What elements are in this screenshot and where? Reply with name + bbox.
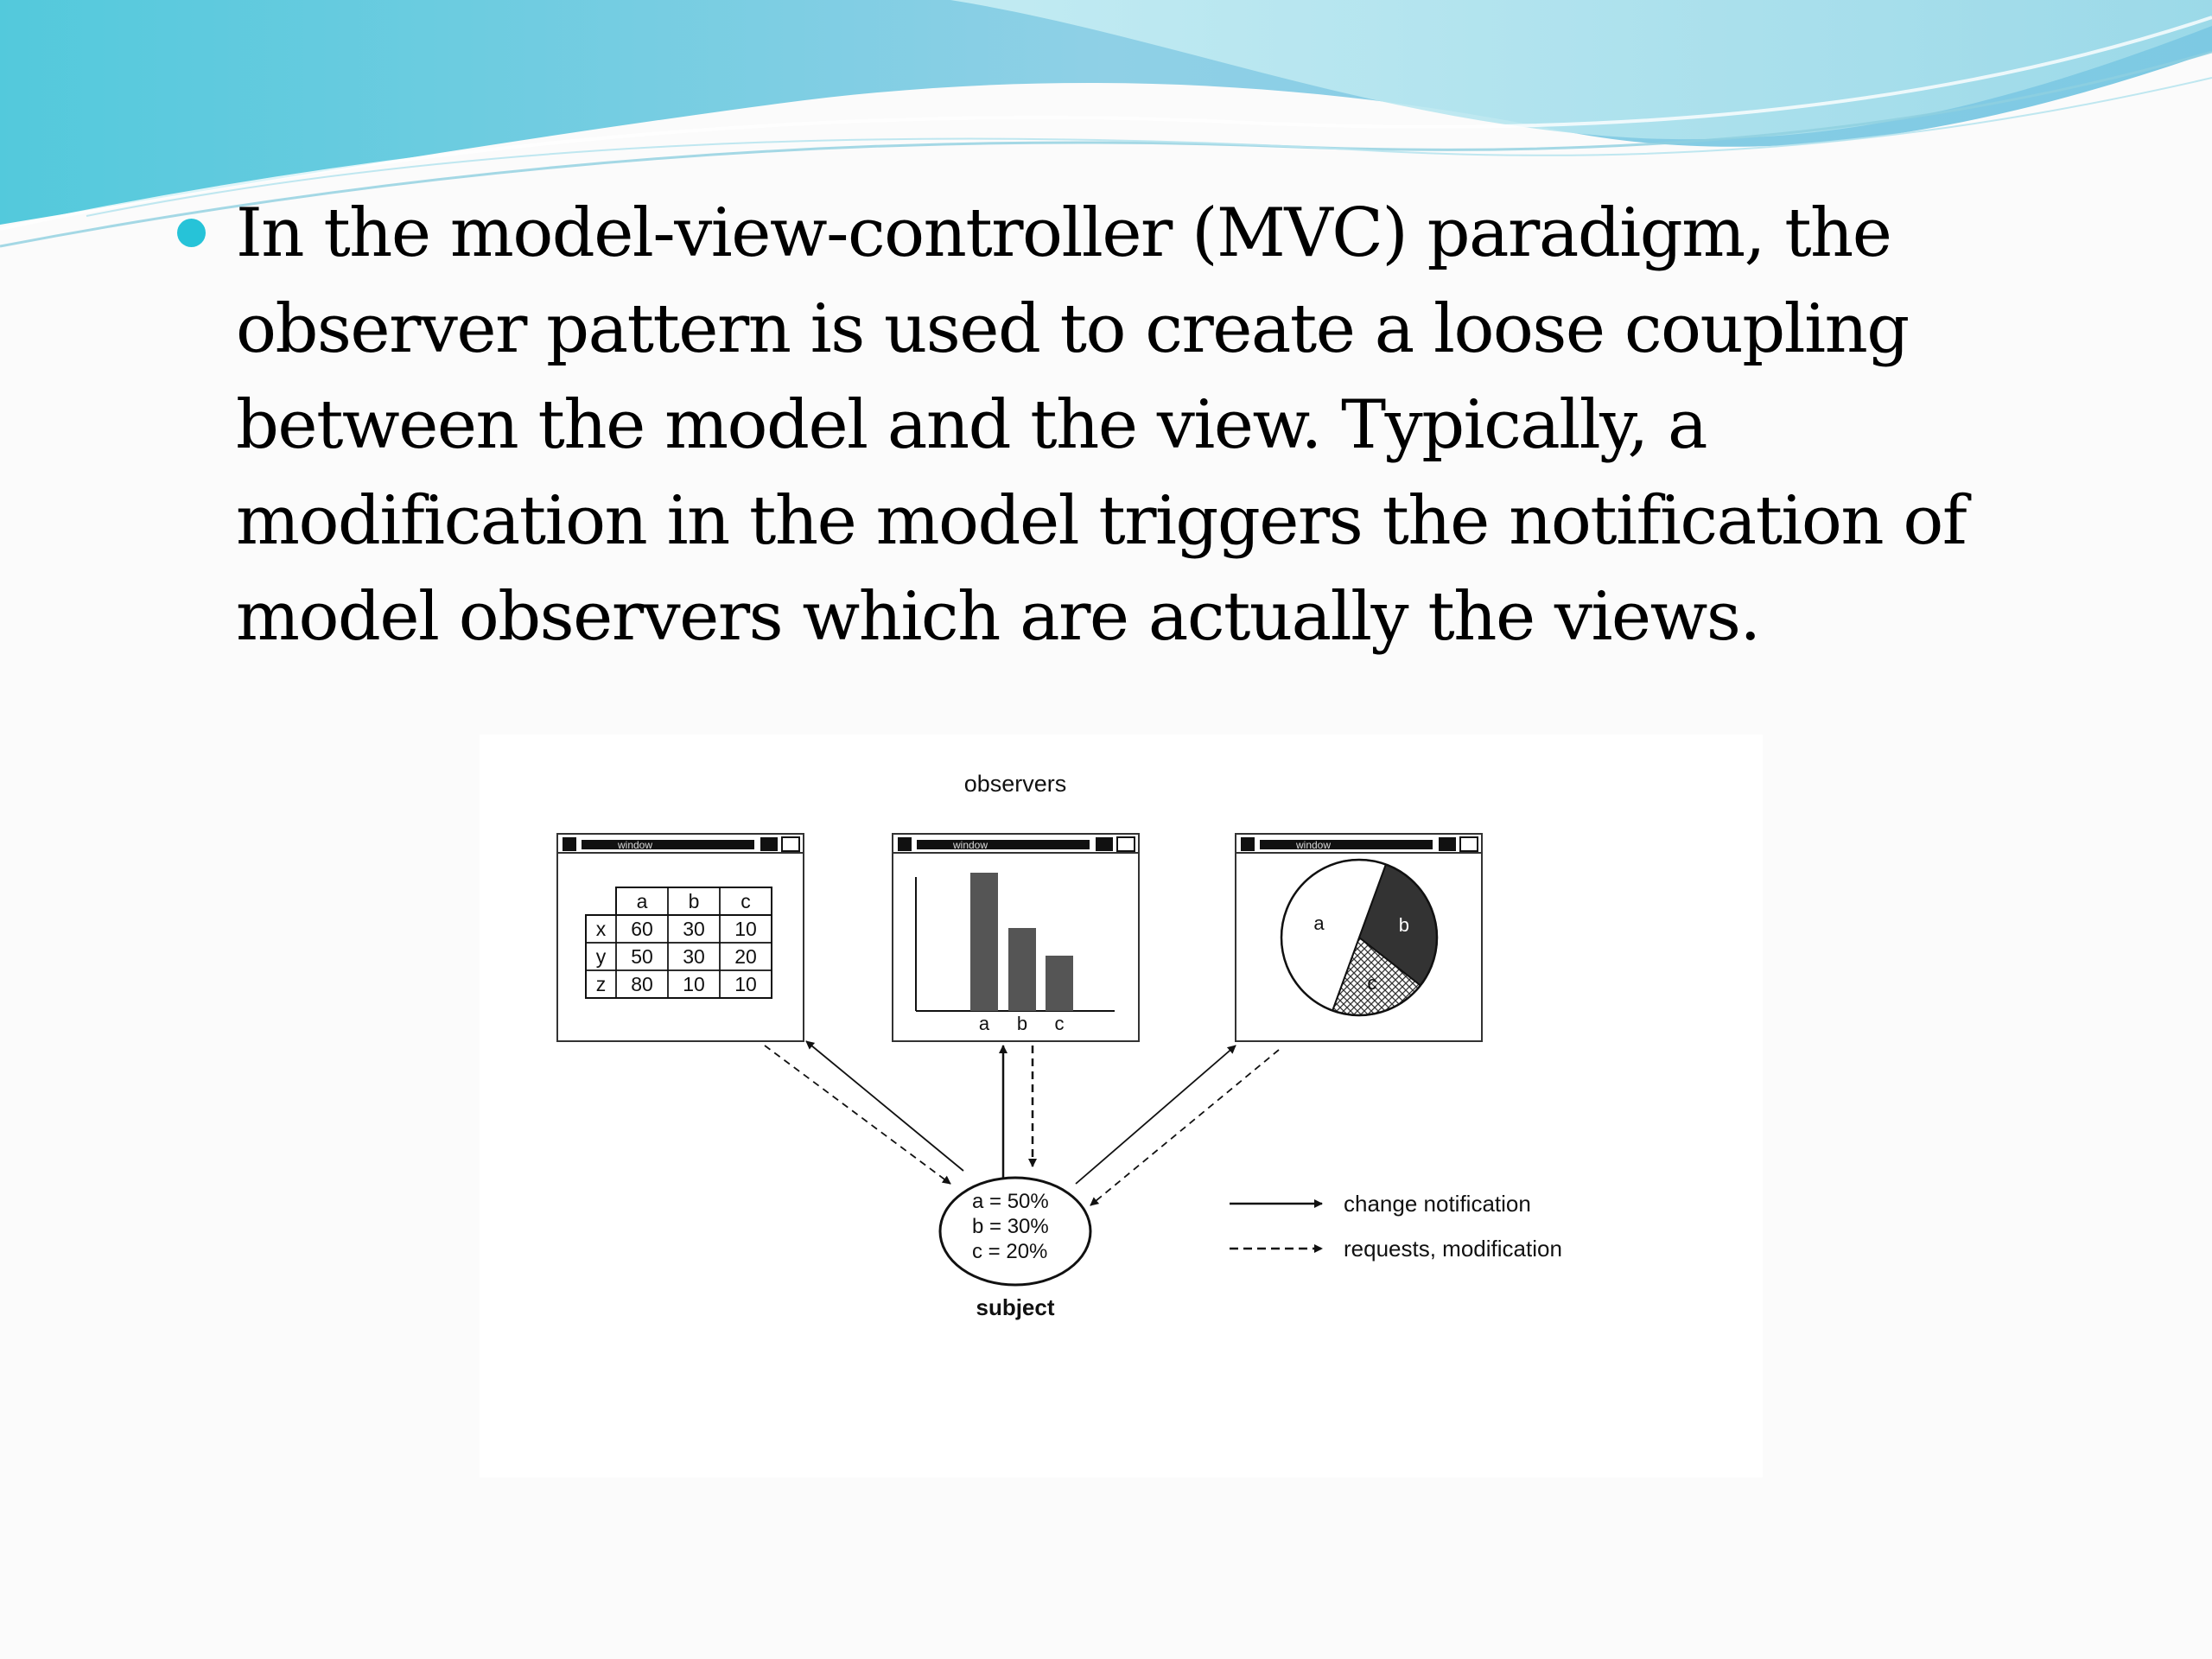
mvc-observer-diagram: observers window a b c x 60 30 10 y 50 30 20 z 80 10 1… (480, 734, 1763, 1478)
pie-chart-window: window b c a (1235, 833, 1483, 1042)
table-cell-text: 10 (734, 918, 757, 940)
observers-label: observers (964, 771, 1067, 797)
window-title: window (952, 839, 988, 851)
bar-b (1008, 928, 1036, 1011)
table-cell (719, 969, 772, 999)
pie-outline (1280, 858, 1439, 1017)
legend-requests-modification: requests, modification (1344, 1236, 1562, 1262)
bullet-text: In the model-view-controller (MVC) parad… (236, 194, 1967, 656)
pie-label-b: b (1399, 914, 1409, 936)
bullet-dot-icon (177, 219, 206, 247)
table-cell-text: 50 (631, 945, 653, 968)
bar-chart: a b c (970, 873, 1073, 1034)
pie-label-c: c (1367, 972, 1376, 994)
pie-label-a: a (1313, 912, 1325, 934)
table-cell-text: a (637, 890, 648, 912)
table-cell-text: 60 (631, 918, 653, 940)
table-cell-text: 80 (631, 973, 653, 995)
bar-chart-window: window a b c (892, 833, 1140, 1042)
table-cell-text: y (596, 945, 607, 968)
subject-node: a = 50% b = 30% c = 20% subject (938, 1176, 1092, 1320)
data-table: a b c x 60 30 10 y 50 30 20 z 80 10 10 (585, 887, 772, 999)
pie-chart: b c a (1280, 858, 1439, 1017)
table-cell-text: c (741, 890, 751, 912)
bar-a (970, 873, 998, 1011)
bar-label-a: a (979, 1013, 990, 1034)
subject-label: subject (976, 1294, 1054, 1320)
table-cell-text: 30 (683, 918, 705, 940)
subject-value-b: b = 30% (972, 1215, 1049, 1238)
legend-change-notification: change notification (1344, 1191, 1531, 1217)
subject-value-c: c = 20% (972, 1240, 1047, 1263)
table-cell-text: 20 (734, 945, 757, 968)
table-cell-text: x (596, 918, 607, 940)
subject-value-a: a = 50% (972, 1190, 1049, 1213)
table-cell-text: z (596, 973, 607, 995)
window-title: window (617, 839, 652, 851)
table-cell-text: b (689, 890, 700, 912)
table-cell-text: 10 (683, 973, 705, 995)
bar-c (1046, 956, 1073, 1011)
bar-label-b: b (1017, 1013, 1027, 1034)
legend: change notification requests, modificati… (1230, 1191, 1562, 1262)
table-cell-text: 10 (734, 973, 757, 995)
bar-label-c: c (1055, 1013, 1065, 1034)
window-title: window (1295, 839, 1331, 851)
wave-header-decoration (0, 0, 2212, 248)
table-cell-text: 30 (683, 945, 705, 968)
diagram-svg: observers window a b c x 60 30 10 y 50 30 20 z 80 10 1… (556, 771, 1562, 1320)
arrows (764, 1040, 1280, 1206)
table-window: window a b c x 60 30 10 y 50 30 20 z 80 10 10 (556, 833, 804, 1042)
